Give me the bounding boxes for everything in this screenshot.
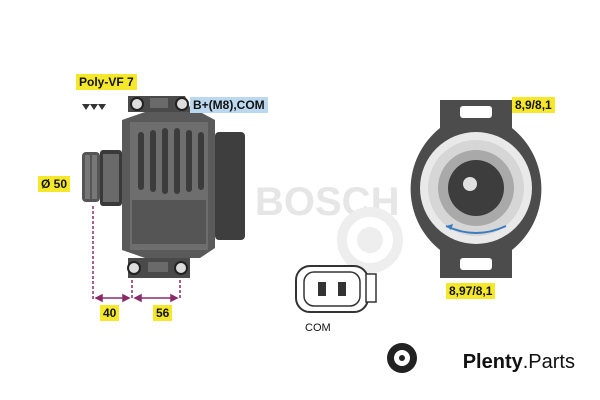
dimension-left-label: 40: [100, 305, 120, 321]
alternator-housing: [122, 112, 245, 258]
top-mount: [128, 96, 192, 112]
terminal-label: B+(M8),COM: [190, 97, 268, 113]
top-right-dimension-label: 8,9/8,1: [512, 97, 555, 113]
end-view: [410, 100, 542, 278]
connector-label: COM: [305, 322, 331, 334]
pulley: [82, 150, 122, 206]
dimension-lines: [92, 206, 181, 303]
watermark-gear-icon: [337, 207, 403, 273]
plenty-logo-icon: [387, 343, 417, 373]
bottom-right-dimension-label: 8,97/8,1: [446, 283, 496, 299]
plenty-parts-brand: Plenty.Parts: [463, 346, 575, 378]
dimension-right-label: 56: [153, 305, 173, 321]
belt-type-label: Poly-VF 7: [76, 74, 137, 90]
belt-groove-icon: [82, 104, 106, 110]
diameter-label: Ø 50: [38, 176, 71, 192]
brand-name: Plenty: [462, 350, 523, 373]
brand-suffix: .Parts: [522, 350, 575, 373]
bottom-mount: [127, 258, 190, 278]
connector: [295, 265, 377, 313]
